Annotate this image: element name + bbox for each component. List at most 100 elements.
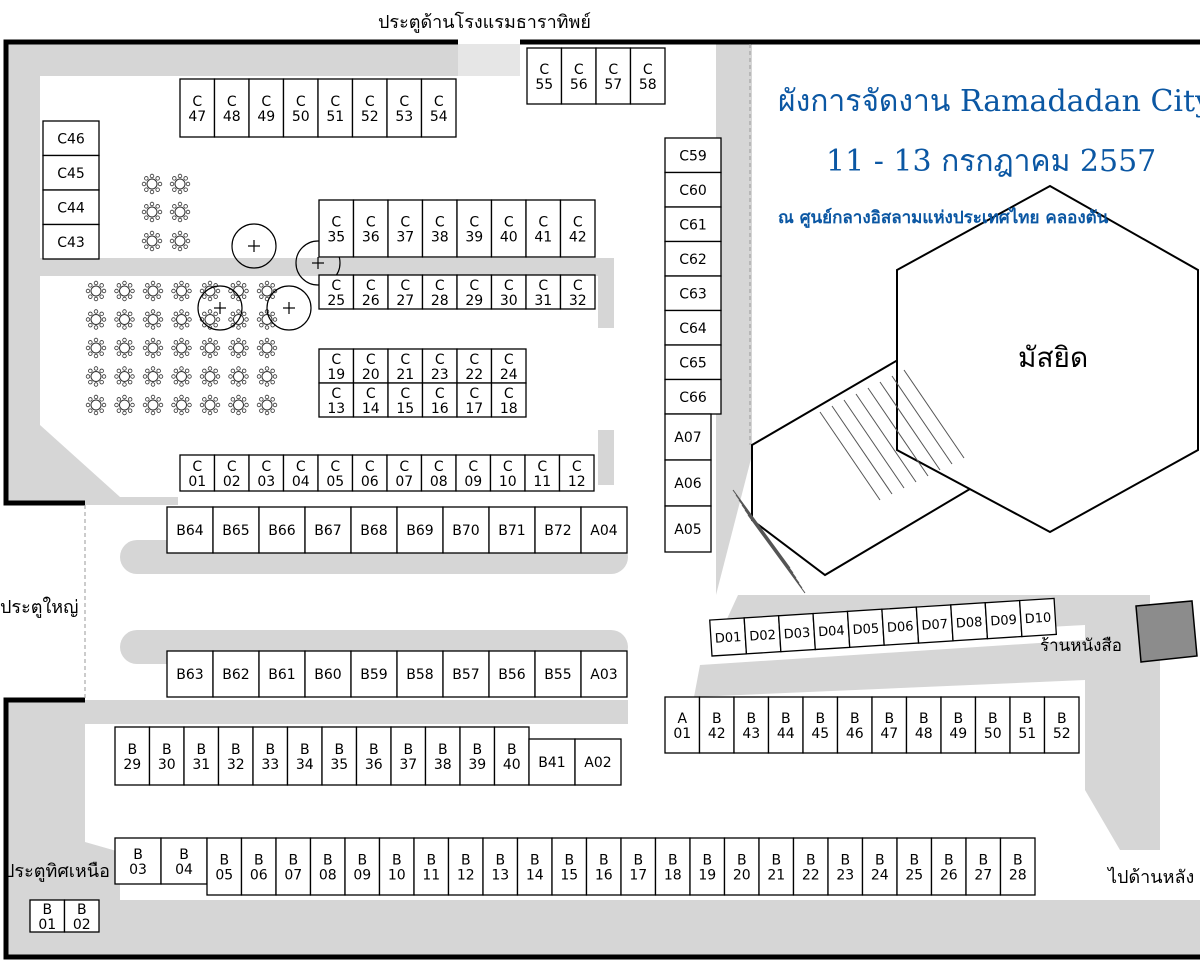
- booth-c48: C48: [213, 78, 250, 138]
- booth-number: 31: [534, 293, 552, 309]
- booth-label: B: [633, 853, 643, 869]
- booth-number: 16: [431, 401, 449, 417]
- booth-c07: C07: [386, 454, 423, 492]
- booth-c56: C56: [560, 47, 597, 105]
- booth-c08: C08: [420, 454, 457, 492]
- booth-b18: B18: [654, 837, 691, 896]
- booth-label: C: [365, 94, 375, 110]
- booth-c23: C23: [421, 348, 458, 384]
- booth-b39: B39: [459, 726, 496, 786]
- booth-a01: A01: [664, 696, 701, 754]
- booth-number: 30: [158, 757, 176, 773]
- booth-label: B62: [222, 667, 249, 683]
- booth-label: A: [677, 711, 687, 727]
- booth-number: 29: [123, 757, 141, 773]
- booth-label: D10: [1024, 611, 1051, 628]
- booth-label: C: [539, 62, 549, 78]
- booth-label: A07: [674, 430, 701, 446]
- booth-number: 51: [326, 109, 344, 125]
- booth-b37: B37: [390, 726, 427, 786]
- booth-label: B: [495, 853, 505, 869]
- booth-label: B: [988, 711, 998, 727]
- booth-label: C: [537, 459, 547, 475]
- booth-number: 22: [465, 367, 483, 383]
- booth-number: 01: [188, 474, 206, 490]
- booth-label: B: [357, 853, 367, 869]
- booth-b27: B27: [965, 837, 1002, 896]
- booth-b15: B15: [551, 837, 588, 896]
- booth-c43: C43: [42, 223, 100, 260]
- booth-b61: B61: [258, 650, 306, 698]
- booth-label: B41: [538, 755, 565, 771]
- booth-number: 05: [326, 474, 344, 490]
- booth-number: 45: [811, 726, 829, 742]
- booth-b14: B14: [516, 837, 553, 896]
- booths: C47C48C49C50C51C52C53C54C55C56C57C58C46C…: [29, 47, 1080, 933]
- booth-label: C: [366, 386, 376, 402]
- booth-d05: D05: [846, 608, 885, 649]
- booth-a02: A02: [574, 738, 622, 786]
- booth-number: 46: [846, 726, 864, 742]
- booth-c40: C40: [490, 199, 527, 258]
- booth-label: C: [227, 459, 237, 475]
- booth-label: C: [435, 278, 445, 294]
- booth-b06: B06: [240, 837, 277, 896]
- booth-label: B: [737, 853, 747, 869]
- booth-number: 09: [464, 474, 482, 490]
- booth-number: 12: [457, 868, 475, 884]
- booth-number: 42: [708, 726, 726, 742]
- booth-label: B: [978, 853, 988, 869]
- booth-number: 10: [388, 868, 406, 884]
- booth-label: B: [438, 742, 448, 758]
- booth-label: C: [400, 215, 410, 231]
- booth-number: 10: [499, 474, 517, 490]
- booth-b63: B63: [166, 650, 214, 698]
- booth-number: 58: [639, 77, 657, 93]
- booth-number: 13: [327, 401, 345, 417]
- booth-label: B: [1013, 853, 1023, 869]
- booth-label: C: [469, 386, 479, 402]
- booth-number: 36: [365, 757, 383, 773]
- round-table: [114, 366, 135, 387]
- booth-label: B: [196, 742, 206, 758]
- booth-label: C: [399, 94, 409, 110]
- booth-c29: C29: [456, 274, 493, 310]
- booth-label: B: [564, 853, 574, 869]
- booth-label: C: [399, 459, 409, 475]
- booth-number: 13: [491, 868, 509, 884]
- booth-label: C: [400, 386, 410, 402]
- booth-number: 37: [399, 757, 417, 773]
- booth-b23: B23: [827, 837, 864, 896]
- booth-number: 49: [949, 726, 967, 742]
- booth-c62: C62: [664, 240, 722, 277]
- round-table: [114, 394, 135, 416]
- booth-label: C: [573, 215, 583, 231]
- booth-c15: C15: [387, 382, 424, 418]
- round-table: [169, 201, 191, 223]
- booth-label: C: [538, 215, 548, 231]
- booth-label: B: [323, 853, 333, 869]
- booth-label: C: [331, 352, 341, 368]
- booth-c42: C42: [559, 199, 596, 258]
- booth-c58: C58: [629, 47, 666, 105]
- booth-d06: D06: [881, 606, 920, 646]
- booth-label: D06: [887, 619, 914, 636]
- to-back-label: ไปด้านหลัง: [1108, 867, 1195, 888]
- booth-number: 49: [257, 109, 275, 125]
- booth-b56: B56: [488, 650, 536, 698]
- booth-a05: A05: [664, 505, 712, 553]
- booth-number: 19: [327, 367, 345, 383]
- venue-label: ณ ศูนย์กลางอิสลามแห่งประเทศไทย คลองตัน: [778, 208, 1109, 228]
- booth-number: 30: [500, 293, 518, 309]
- booth-c02: C02: [213, 454, 250, 492]
- booth-label: C60: [679, 183, 707, 199]
- booth-label: D09: [990, 613, 1017, 630]
- pillar: [197, 285, 243, 331]
- booth-label: B: [426, 853, 436, 869]
- booth-label: B: [472, 742, 482, 758]
- booth-label: B: [875, 853, 885, 869]
- booth-label: B58: [406, 667, 433, 683]
- booth-label: D02: [749, 628, 776, 645]
- booth-c28: C28: [421, 274, 458, 310]
- booth-number: 12: [568, 474, 586, 490]
